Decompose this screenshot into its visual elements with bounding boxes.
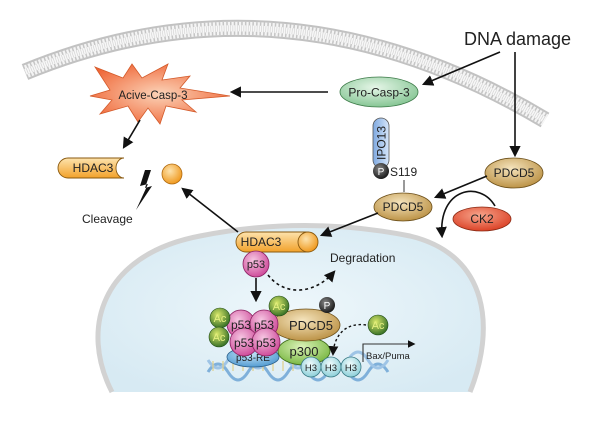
pdcd5-bound-label: PDCD5: [383, 200, 424, 214]
p53-tetramer-label: p53: [254, 318, 274, 332]
ac-label: Ac: [372, 320, 385, 332]
hdac3-cleaved-node: HDAC3: [57, 157, 125, 179]
ac-label: Ac: [273, 301, 286, 313]
phospho-circle: [373, 163, 389, 179]
arrow-pdcd5-to-hdac3: [319, 212, 379, 237]
p53-single-label: p53: [247, 259, 265, 271]
histone-h3-group: H3 H3 H3: [300, 356, 362, 378]
cleavage-label: Cleavage: [82, 212, 133, 226]
cell-membrane: [21, 19, 550, 128]
arrow-hdac3-export: [181, 187, 239, 233]
cleavage-lightning-icon: [136, 170, 152, 210]
ac-label: Ac: [213, 332, 226, 344]
active-casp3-label: Acive-Casp-3: [118, 90, 187, 102]
h3-label: H3: [345, 363, 357, 374]
ac-group: [208, 326, 230, 348]
p53-tetramer-unit: [251, 327, 281, 357]
p53-tetramer-label: p53: [231, 318, 251, 332]
pdcd5-free-label: PDCD5: [494, 166, 535, 180]
h3-histone: [340, 356, 362, 378]
phospho-label: P: [378, 167, 385, 178]
ac-group: [268, 295, 290, 317]
arrow-active-casp3-to-hdac3: [122, 119, 141, 149]
arrow-p53-degradation: [267, 270, 336, 291]
hdac3-nuclear-node: HDAC3: [235, 231, 319, 253]
hdac3-nuclear-label: HDAC3: [241, 235, 282, 249]
ck2-node: CK2: [452, 206, 512, 232]
p53-tetramer-label: p53: [234, 336, 254, 350]
transcription-start-arrow: [362, 340, 416, 362]
nucleus: [95, 223, 486, 394]
pdcd5-free-node: PDCD5: [484, 157, 544, 189]
p300-label: p300: [290, 344, 319, 359]
arrow-ck2-catalysis: [435, 190, 496, 239]
arrow-ac-to-h3: [328, 323, 367, 356]
ac-group: [367, 314, 389, 336]
arrow-pdcd5-phosphorylation: [433, 175, 488, 199]
dna-damage-label: DNA damage: [464, 29, 571, 49]
ac-label: Ac: [214, 313, 227, 325]
p300-node: p300: [277, 336, 331, 366]
phospho-s119: P S119: [373, 163, 417, 192]
h3-label: H3: [325, 363, 337, 374]
pdcd5-bound-node: PDCD5: [373, 192, 433, 222]
h3-label: H3: [305, 363, 317, 374]
p53-tetramer: p53 p53 p53 p53: [226, 309, 281, 357]
active-casp3-node: Acive-Casp-3: [89, 63, 231, 125]
phospho-complex-label: P: [324, 301, 331, 312]
acetyl-groups: Ac Ac Ac Ac: [208, 295, 389, 348]
bax-puma-label: Bax/Puma: [366, 351, 411, 362]
ipo13-node: IPO13: [372, 117, 390, 169]
ck2-label: CK2: [470, 212, 494, 226]
pdcd5-complex-label: PDCD5: [289, 318, 333, 333]
degradation-label: Degradation: [330, 251, 395, 265]
phospho-complex-circle: [319, 297, 335, 313]
pro-casp3-node: Pro-Casp-3: [339, 76, 419, 108]
p53-re-label: p53-RE: [236, 353, 270, 364]
hdac3-cleaved-label: HDAC3: [73, 161, 114, 175]
s119-label: S119: [390, 165, 417, 179]
arrow-dna-damage-to-pro-casp3: [421, 51, 501, 86]
ipo13-label: IPO13: [375, 126, 389, 160]
pdcd5-complex-node: PDCD5: [271, 308, 341, 342]
pro-casp3-label: Pro-Casp-3: [348, 86, 410, 100]
p53-single-node: p53: [242, 250, 270, 278]
p53-tetramer-label: p53: [256, 336, 276, 350]
hdac3-fragment-ball: [161, 163, 183, 185]
